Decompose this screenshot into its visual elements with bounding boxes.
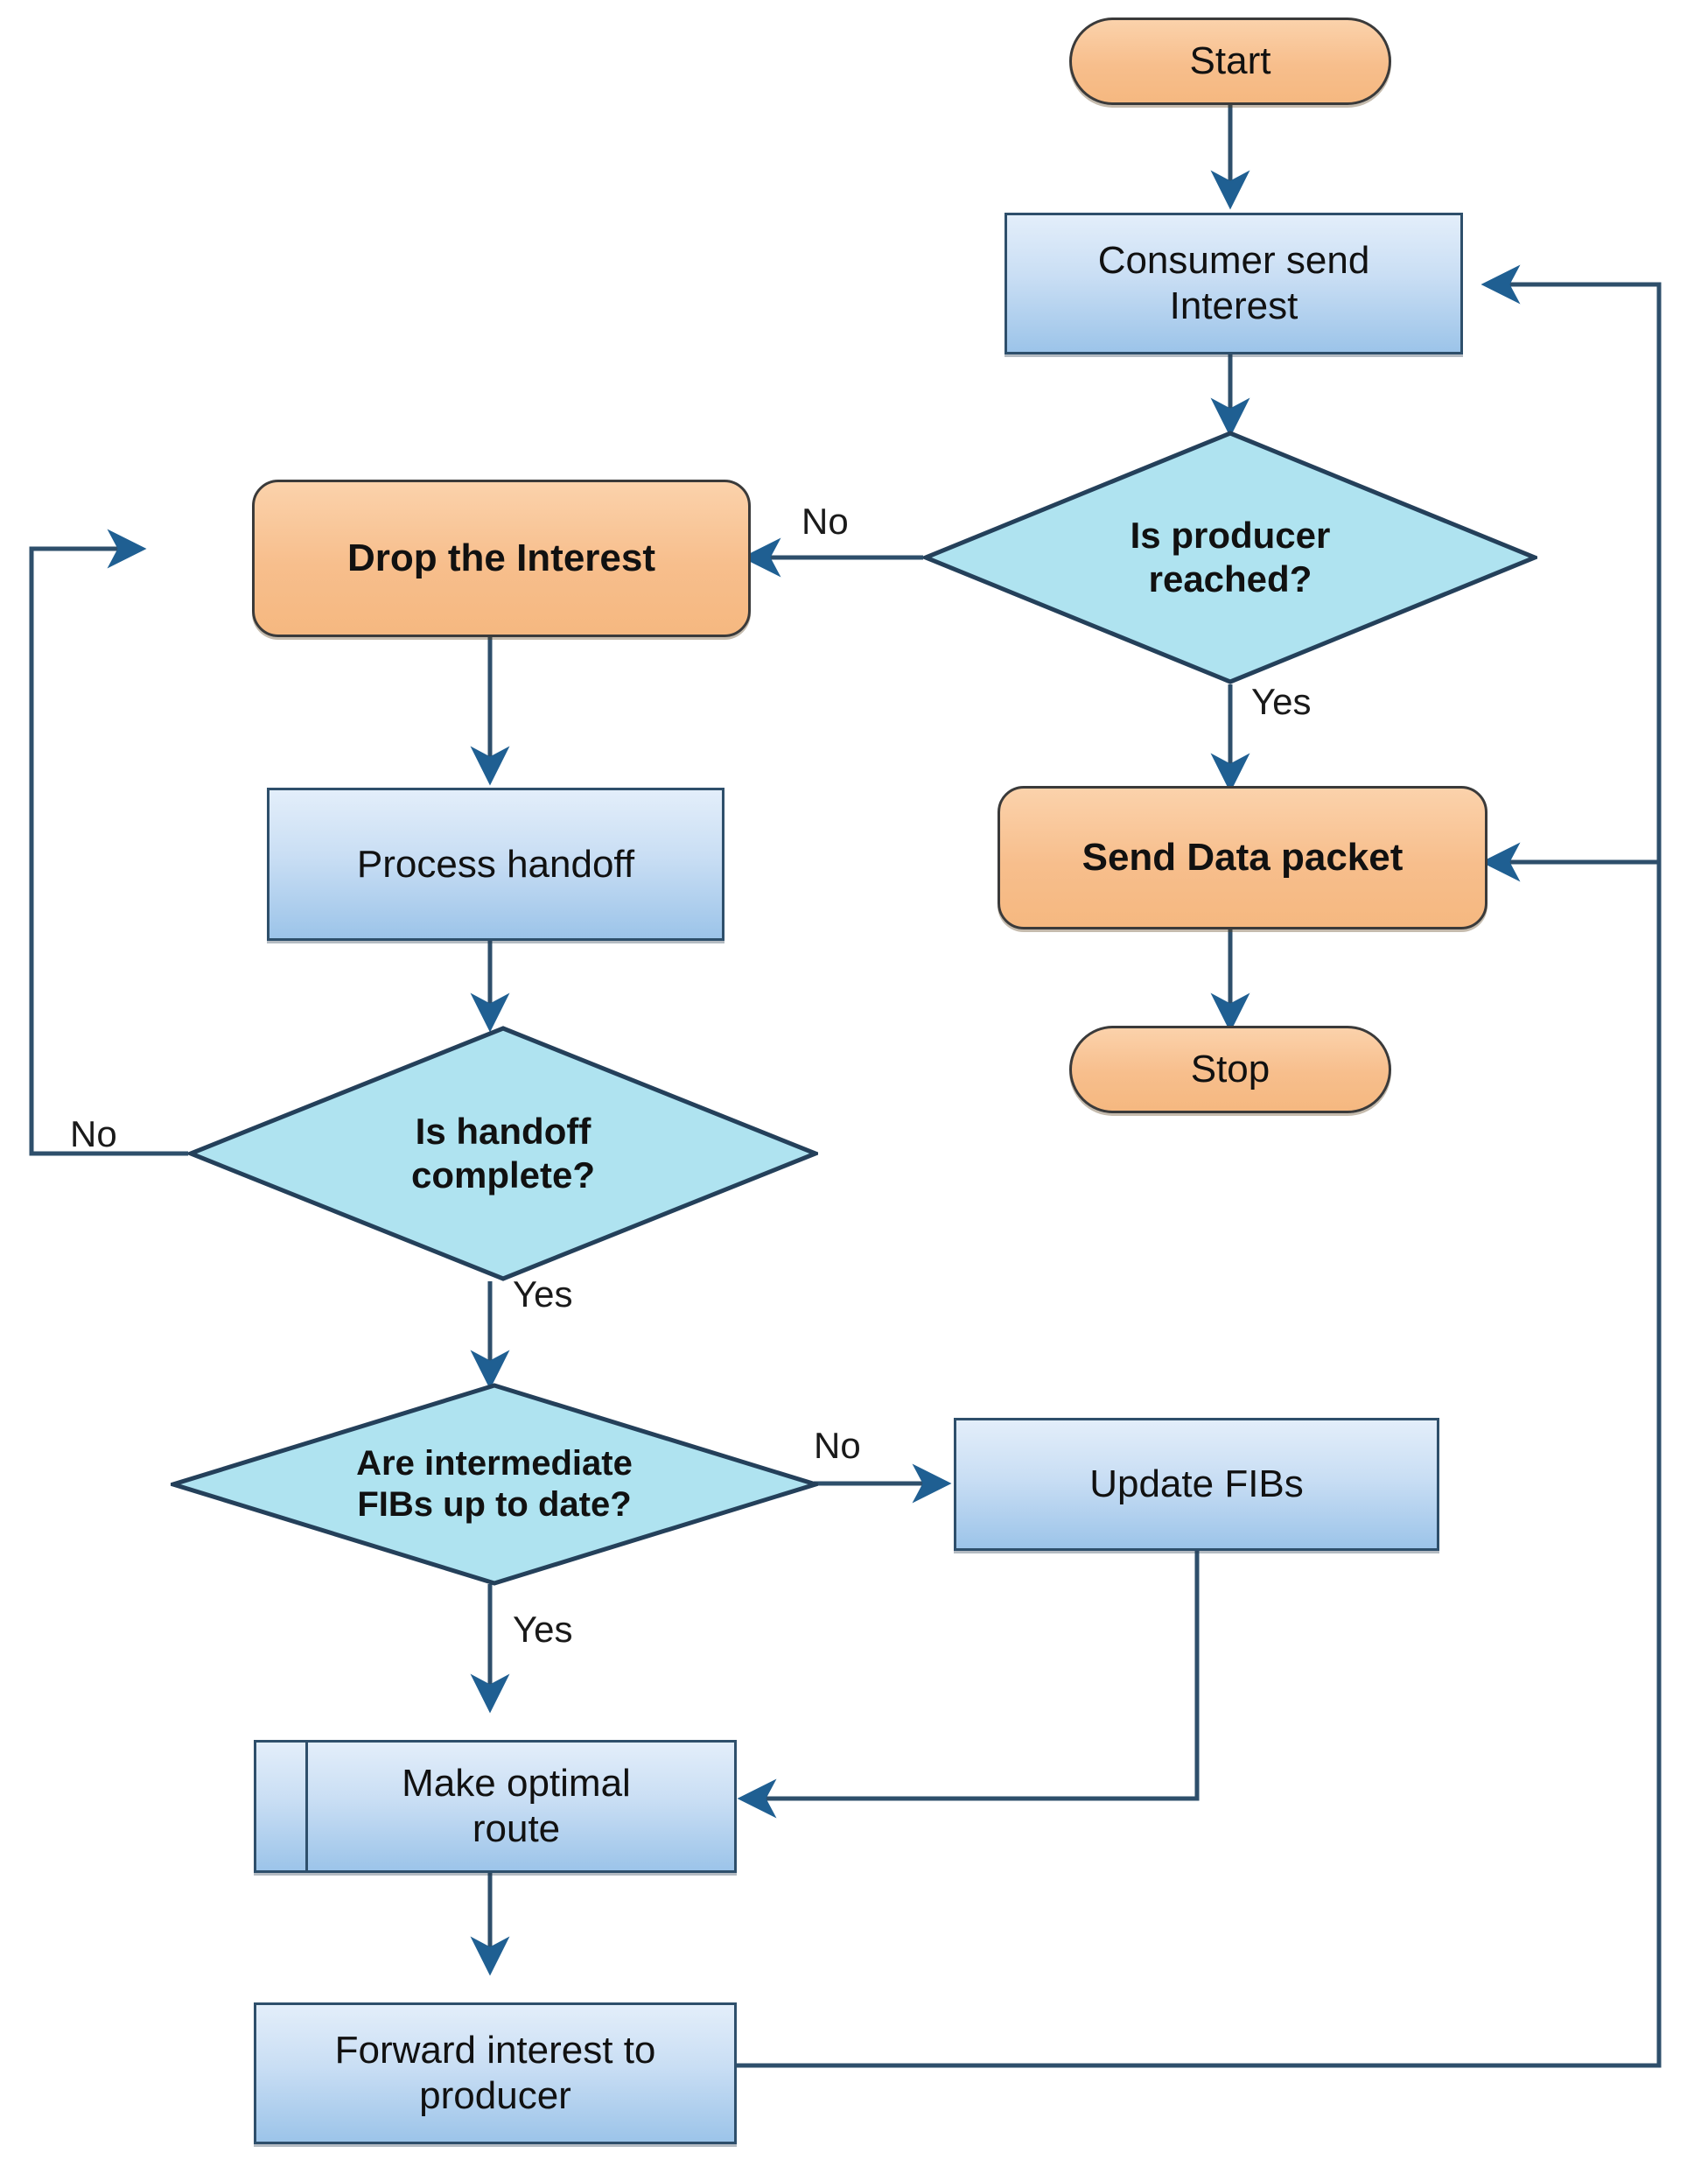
node-is-producer-reached-label-line2: reached? — [1148, 558, 1312, 600]
node-process-handoff-label: Process handoff — [356, 842, 635, 886]
node-drop-the-interest[interactable]: Drop the Interest — [252, 480, 751, 637]
edge-rail-to-consumer — [1480, 264, 1662, 862]
node-update-fibs[interactable]: Update FIBs — [954, 1418, 1439, 1551]
edge-updatefibs-to-makeroute — [737, 1551, 1200, 1819]
node-is-handoff-complete-label-line1: Is handoff — [415, 1111, 592, 1153]
node-make-optimal-route-label-line1: Make optimal — [402, 1762, 631, 1806]
edge-label-yes-is-producer: Yes — [1251, 681, 1312, 722]
node-start-label: Start — [1189, 39, 1271, 83]
node-make-optimal-route[interactable]: Make optimal route — [254, 1740, 737, 1873]
node-are-intermediate-fibs-text: Are intermediate FIBs up to date? — [249, 1443, 740, 1525]
node-consumer-send-interest[interactable]: Consumer send Interest — [1004, 213, 1463, 354]
node-process-handoff[interactable]: Process handoff — [267, 788, 724, 941]
edge-label-no-are-fibs: No — [814, 1425, 861, 1466]
node-make-optimal-route-label-line2: route — [472, 1807, 561, 1850]
node-forward-interest-label-line1: Forward interest to — [334, 2029, 656, 2072]
edge-forward-to-senddata — [735, 842, 1662, 2068]
node-stop-label: Stop — [1190, 1048, 1270, 1091]
node-are-intermediate-fibs-up-to-date[interactable]: Are intermediate FIBs up to date? — [171, 1383, 818, 1586]
node-forward-interest-to-producer[interactable]: Forward interest to producer — [254, 2002, 737, 2144]
node-are-fibs-label-line1: Are intermediate — [356, 1443, 633, 1483]
edge-ishandoff-no-to-drop — [29, 529, 188, 1156]
edge-label-no-is-handoff: No — [70, 1113, 117, 1154]
predefined-process-bar-icon — [256, 1743, 308, 1870]
node-consumer-send-interest-label-line2: Interest — [1169, 284, 1298, 327]
node-are-fibs-label-line2: FIBs up to date? — [357, 1485, 632, 1524]
node-drop-the-interest-label: Drop the Interest — [346, 536, 656, 580]
node-is-producer-reached-text: Is producer reached? — [984, 514, 1476, 600]
node-consumer-send-interest-label-line1: Consumer send — [1097, 239, 1370, 283]
node-is-handoff-complete[interactable]: Is handoff complete? — [188, 1026, 818, 1281]
node-start[interactable]: Start — [1069, 18, 1391, 105]
node-update-fibs-label: Update FIBs — [1089, 1462, 1304, 1506]
node-is-producer-reached[interactable]: Is producer reached? — [923, 431, 1537, 684]
decision-diamond-shape — [923, 431, 1537, 684]
node-send-data-packet[interactable]: Send Data packet — [998, 786, 1488, 929]
node-stop[interactable]: Stop — [1069, 1026, 1391, 1113]
edge-label-no-is-producer: No — [802, 501, 849, 542]
node-is-handoff-complete-text: Is handoff complete? — [251, 1110, 754, 1196]
node-send-data-packet-label: Send Data packet — [1082, 836, 1404, 880]
node-is-producer-reached-label-line1: Is producer — [1130, 515, 1331, 557]
decision-diamond-shape — [188, 1026, 818, 1281]
node-is-handoff-complete-label-line2: complete? — [410, 1154, 596, 1196]
decision-diamond-shape — [171, 1383, 818, 1586]
edge-label-yes-are-fibs: Yes — [513, 1609, 573, 1650]
edge-label-yes-is-handoff: Yes — [513, 1273, 573, 1315]
node-forward-interest-label-line2: producer — [419, 2074, 571, 2117]
